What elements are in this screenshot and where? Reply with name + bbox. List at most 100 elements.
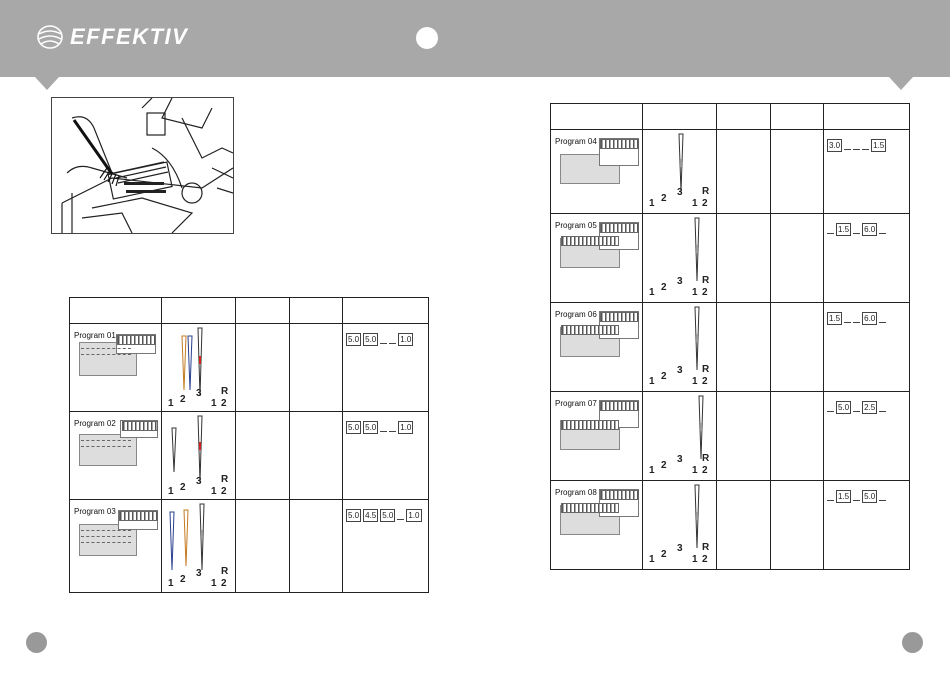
needle-cell: 1 2 3 1 R 2 [161,411,236,500]
empty-cell [235,411,290,500]
needle-number: 1 [168,486,174,497]
header-cell [716,103,771,130]
program-cell: Program 01 [69,323,162,412]
header-cell [823,103,910,130]
needle-number: R [702,453,710,464]
stitch-line [81,530,131,531]
program-cell: Program 04 [550,129,643,214]
values-cell: 5.0 5.0 1.0 [342,411,429,500]
needle-diagram [678,133,684,193]
value-box: 3.0 [827,139,843,152]
values-cell: 5.0 5.0 1.0 [342,323,429,412]
needle-number: 3 [196,476,202,487]
needle-number: 2 [180,482,186,493]
value-blank [853,141,861,150]
needle-number: R [702,275,710,286]
stitch-line [81,354,131,355]
header-cell [770,103,824,130]
value-list: 5.0 4.5 5.0 1.0 [346,509,422,522]
program-cell: Program 02 [69,411,162,500]
stitch-pattern [122,421,158,431]
value-blank [397,511,405,520]
brand-name: EFFEKTIV [70,24,189,49]
footer-page-marker-right [902,632,923,653]
value-box: 5.0 [363,421,379,434]
needle-number: 2 [702,198,708,209]
empty-cell [716,213,771,303]
needle-number: 2 [702,376,708,387]
value-blank [879,314,887,323]
empty-cell [770,391,824,481]
value-blank [844,314,852,323]
needle-number: R [221,386,229,397]
header-cell [342,297,429,324]
brand-logo: EFFEKTIV [36,24,188,50]
program-label: Program 03 [74,507,116,516]
empty-cell [770,302,824,392]
needle-number: 1 [692,198,698,209]
needle-number: 3 [677,276,683,287]
value-blank [879,225,887,234]
empty-cell [235,323,290,412]
value-box: 1.5 [827,312,843,325]
program-cell: Program 08 [550,480,643,570]
needle-number: 2 [221,398,227,409]
stitch-pattern [600,312,639,322]
program-label: Program 02 [74,419,116,428]
value-blank [853,225,861,234]
header-cell [235,297,290,324]
value-box: 6.0 [862,223,878,236]
needle-cell: 1 2 3 1 R 2 [161,323,236,412]
program-label: Program 05 [555,221,597,230]
program-label: Program 06 [555,310,597,319]
header-bar: EFFEKTIV [0,0,950,77]
needle-number: R [702,364,710,375]
empty-cell [716,129,771,214]
stitch-line [81,440,131,441]
needle-number: 2 [180,394,186,405]
needle-number: 3 [196,568,202,579]
empty-cell [235,499,290,593]
needle-number: 2 [221,578,227,589]
header-cell [550,103,643,130]
brush-cleaning-drawing [61,97,234,234]
table-header-row [550,103,910,130]
needle-number: 1 [649,376,655,387]
program-cell: Program 06 [550,302,643,392]
header-notch-left [35,77,59,90]
needle-number: 2 [702,554,708,565]
header-cell [289,297,343,324]
needle-number: 1 [168,578,174,589]
cleaning-illustration [51,97,234,234]
needle-number: 1 [692,465,698,476]
empty-cell [716,391,771,481]
program-label: Program 01 [74,331,116,340]
needle-number: 1 [168,398,174,409]
value-list: 5.0 5.0 1.0 [346,421,414,434]
needle-diagram [694,217,700,282]
needle-number: 2 [221,486,227,497]
value-blank [380,423,388,432]
value-blank [879,403,887,412]
value-box: 5.0 [836,401,852,414]
value-blank [389,335,397,344]
needle-number: 1 [211,486,217,497]
needle-number: R [221,566,229,577]
needle-number: 3 [677,365,683,376]
program-cell: Program 07 [550,391,643,481]
needle-number: 1 [649,198,655,209]
stitch-line [81,348,131,349]
value-box: 1.0 [406,509,422,522]
needle-number: 1 [692,554,698,565]
value-blank [380,335,388,344]
needle-diagram [181,327,203,397]
value-blank [827,225,834,234]
